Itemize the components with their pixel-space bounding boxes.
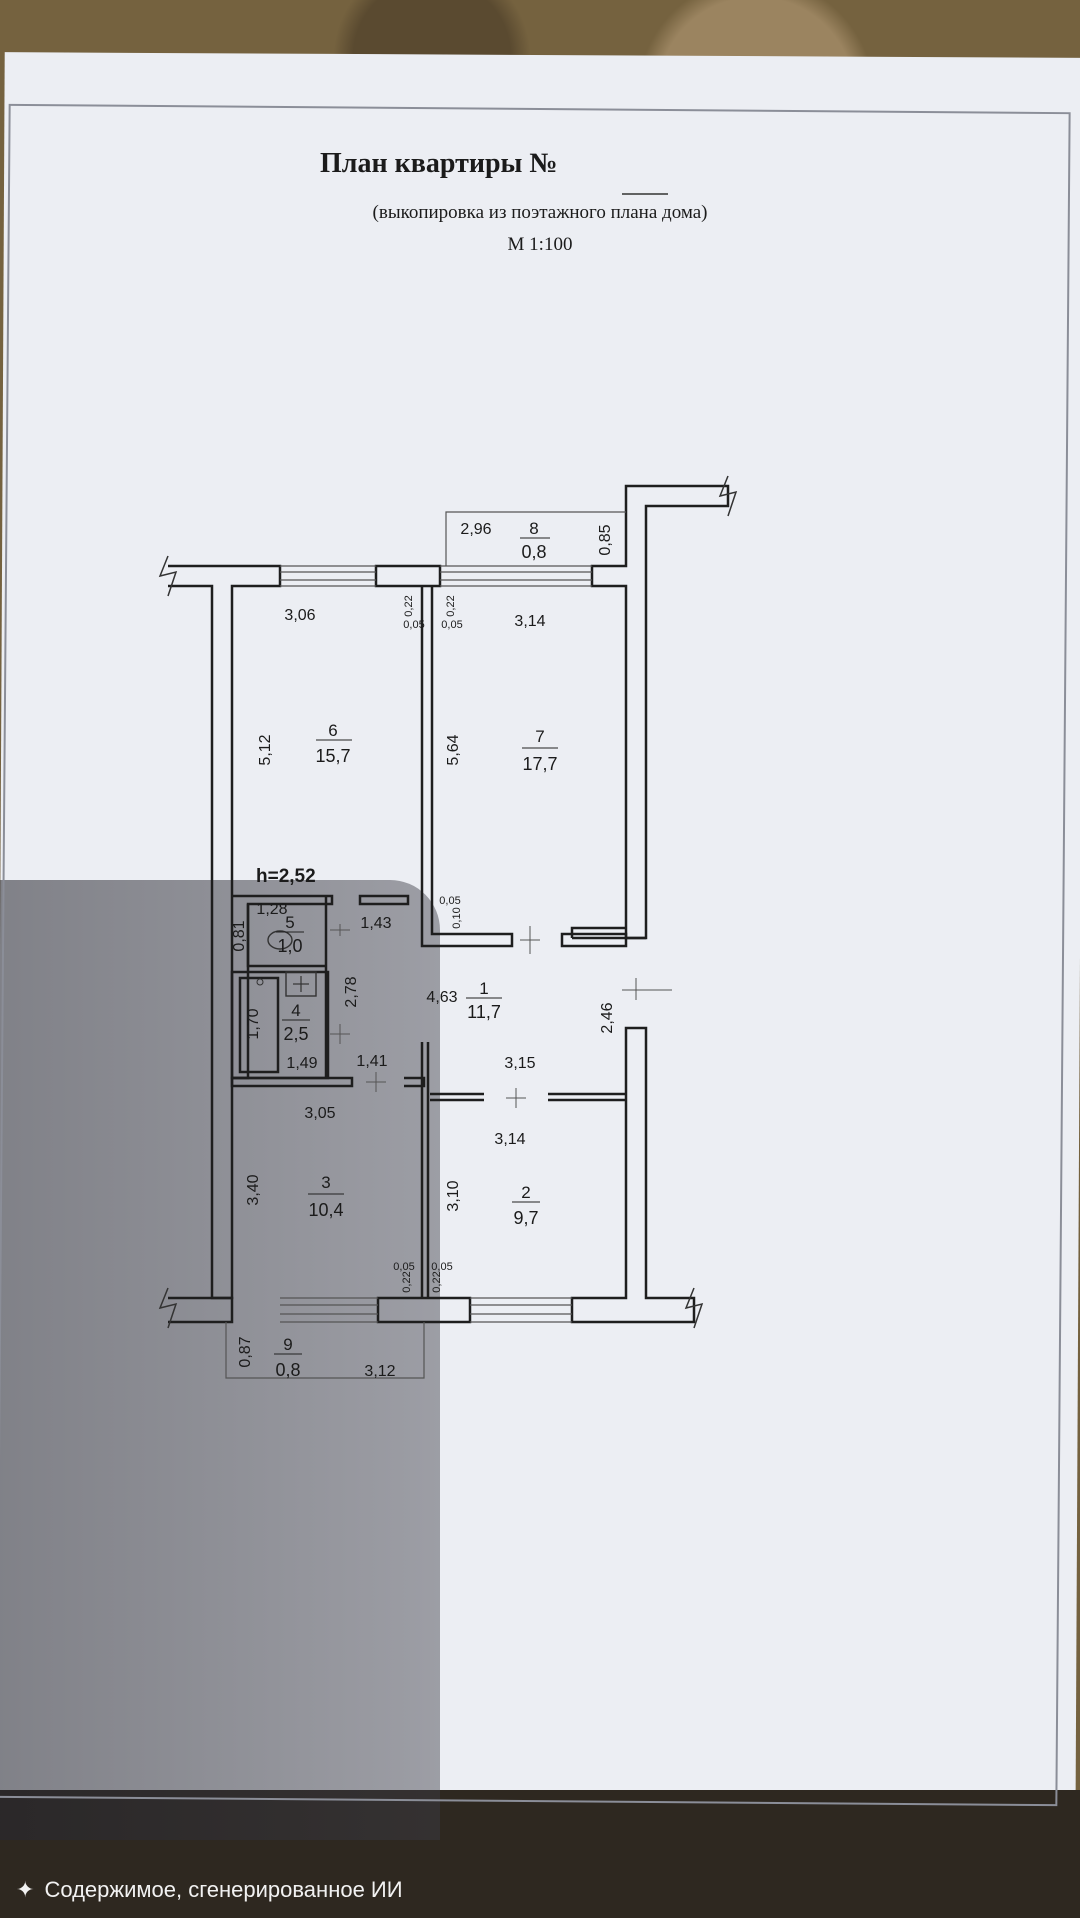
- dim-room6-length: 5,12: [257, 734, 274, 765]
- sink-fixture: [285, 971, 317, 997]
- dim-corridor-side: 2,78: [343, 976, 360, 1007]
- plan-title: План квартиры №: [320, 148, 558, 179]
- room-8-area: 0,8: [521, 542, 546, 562]
- door-2-left: [430, 1092, 484, 1102]
- room-7-area: 17,7: [522, 754, 557, 774]
- ai-content-text: Содержимое, сгенерированное ИИ: [44, 1877, 403, 1902]
- dim-wc-depth: 0,81: [231, 920, 248, 951]
- dim-balcony9-depth: 0,87: [237, 1336, 254, 1367]
- bottom-left-wall: [168, 1296, 234, 1324]
- windows: [280, 565, 592, 1323]
- bottom-pier: [376, 1296, 472, 1324]
- dim-pier-left-offset: 0,05: [403, 619, 424, 631]
- dim-pier-right-depth: 0,22: [445, 595, 457, 616]
- dim-room7-length: 5,64: [445, 734, 462, 765]
- door-2-right: [548, 1092, 626, 1102]
- dim-bottom-pier-right: 0,22: [431, 1271, 443, 1292]
- dim-room6-width: 3,06: [284, 607, 315, 624]
- dim-wc-width: 1,28: [256, 901, 287, 918]
- balcony-9-outline: [225, 1322, 425, 1379]
- dim-bottom-pier-left: 0,22: [401, 1271, 413, 1292]
- plan-scale: М 1:100: [508, 234, 573, 255]
- room-8-number: 8: [529, 519, 538, 538]
- break-marks: [158, 475, 738, 1329]
- balconies: [225, 511, 626, 1379]
- toilet-fixture: [267, 930, 293, 950]
- right-lower-wall: [570, 1026, 696, 1324]
- dim-entrance-width: 2,46: [599, 1002, 616, 1033]
- dim-balcony9-width: 3,12: [364, 1363, 395, 1380]
- dim-room7-width: 3,14: [514, 613, 545, 630]
- wc-wall: [246, 904, 326, 968]
- room-5-number: 5: [285, 913, 294, 932]
- partition-stub: [404, 1076, 426, 1088]
- dim-hall-length: 4,63: [426, 989, 457, 1006]
- ceiling-height-label: h=2,52: [256, 866, 316, 887]
- dim-pier-left-depth: 0,22: [403, 595, 415, 616]
- dim-bottom-offset-a: 0,05: [393, 1261, 414, 1273]
- left-outer-wall: [168, 564, 282, 1300]
- room-9-number: 9: [283, 1335, 292, 1354]
- room-4-number: 4: [291, 1001, 300, 1020]
- bath-tub: [238, 976, 280, 1074]
- dim-room3-length: 3,40: [245, 1174, 262, 1205]
- room-6-number: 6: [328, 721, 337, 740]
- room-1-area: 11,7: [467, 1002, 501, 1022]
- dim-bottom-offset-b: 0,05: [431, 1261, 452, 1273]
- dim-pier-right-offset: 0,05: [441, 619, 462, 631]
- plan-subtitle: (выкопировка из поэтажного плана дома): [373, 202, 708, 223]
- dim-bath-depth: 1,70: [245, 1008, 262, 1039]
- tub-drain: [256, 978, 264, 986]
- dim-balcony8-width: 2,96: [460, 521, 491, 538]
- dim-hall-width: 3,15: [504, 1055, 535, 1072]
- photo-shadow: [0, 880, 440, 1840]
- room-6-area: 15,7: [315, 746, 350, 766]
- right-upper-wall: [590, 484, 730, 940]
- room-2-number: 2: [521, 1183, 530, 1202]
- dimension-labels: 2,96 0,85 3,06 3,14 0,22 0,22 0,05 0,05 …: [231, 521, 616, 1380]
- partition-6-7: [420, 586, 434, 918]
- balcony-8-outline: [445, 511, 626, 566]
- partition-3-top: [230, 1076, 354, 1088]
- walls: [168, 484, 730, 1324]
- room-3-area: 10,4: [308, 1200, 343, 1220]
- sparkle-icon: ✦: [16, 1877, 35, 1902]
- room-7-number: 7: [535, 727, 544, 746]
- door-marks: [330, 924, 672, 1108]
- dim-balcony8-depth: 0,85: [597, 524, 614, 555]
- room-4-area: 2,5: [283, 1024, 308, 1044]
- dim-wall-offset-a: 0,05: [439, 895, 460, 907]
- room-9-area: 0,8: [275, 1360, 300, 1380]
- room-2-area: 9,7: [513, 1208, 538, 1228]
- room-labels: 6 15,7 7 17,7 8 0,8 5 1,0 4 2,5 1 11,7 3…: [256, 519, 558, 1380]
- dim-bath-width: 1,49: [286, 1055, 317, 1072]
- room7-bottom-right: [560, 932, 628, 948]
- dim-wall-offset-b: 0,10: [451, 907, 463, 928]
- top-pier: [374, 564, 442, 588]
- dim-room2-length: 3,10: [445, 1180, 462, 1211]
- dim-room3-width: 3,05: [304, 1105, 335, 1122]
- ai-content-banner: ✦ Содержимое, сгенерированное ИИ: [0, 1862, 1080, 1918]
- dim-corridor-bottom: 1,41: [356, 1053, 387, 1070]
- partition-2-3: [420, 1042, 430, 1298]
- room7-bottom-left: [420, 918, 514, 948]
- room-5-area: 1,0: [277, 936, 302, 956]
- dim-corridor-top: 1,43: [360, 915, 391, 932]
- corridor-top-stub: [358, 894, 410, 906]
- room-3-number: 3: [321, 1173, 330, 1192]
- dim-room2-width: 3,14: [494, 1131, 525, 1148]
- room-1-number: 1: [479, 979, 488, 998]
